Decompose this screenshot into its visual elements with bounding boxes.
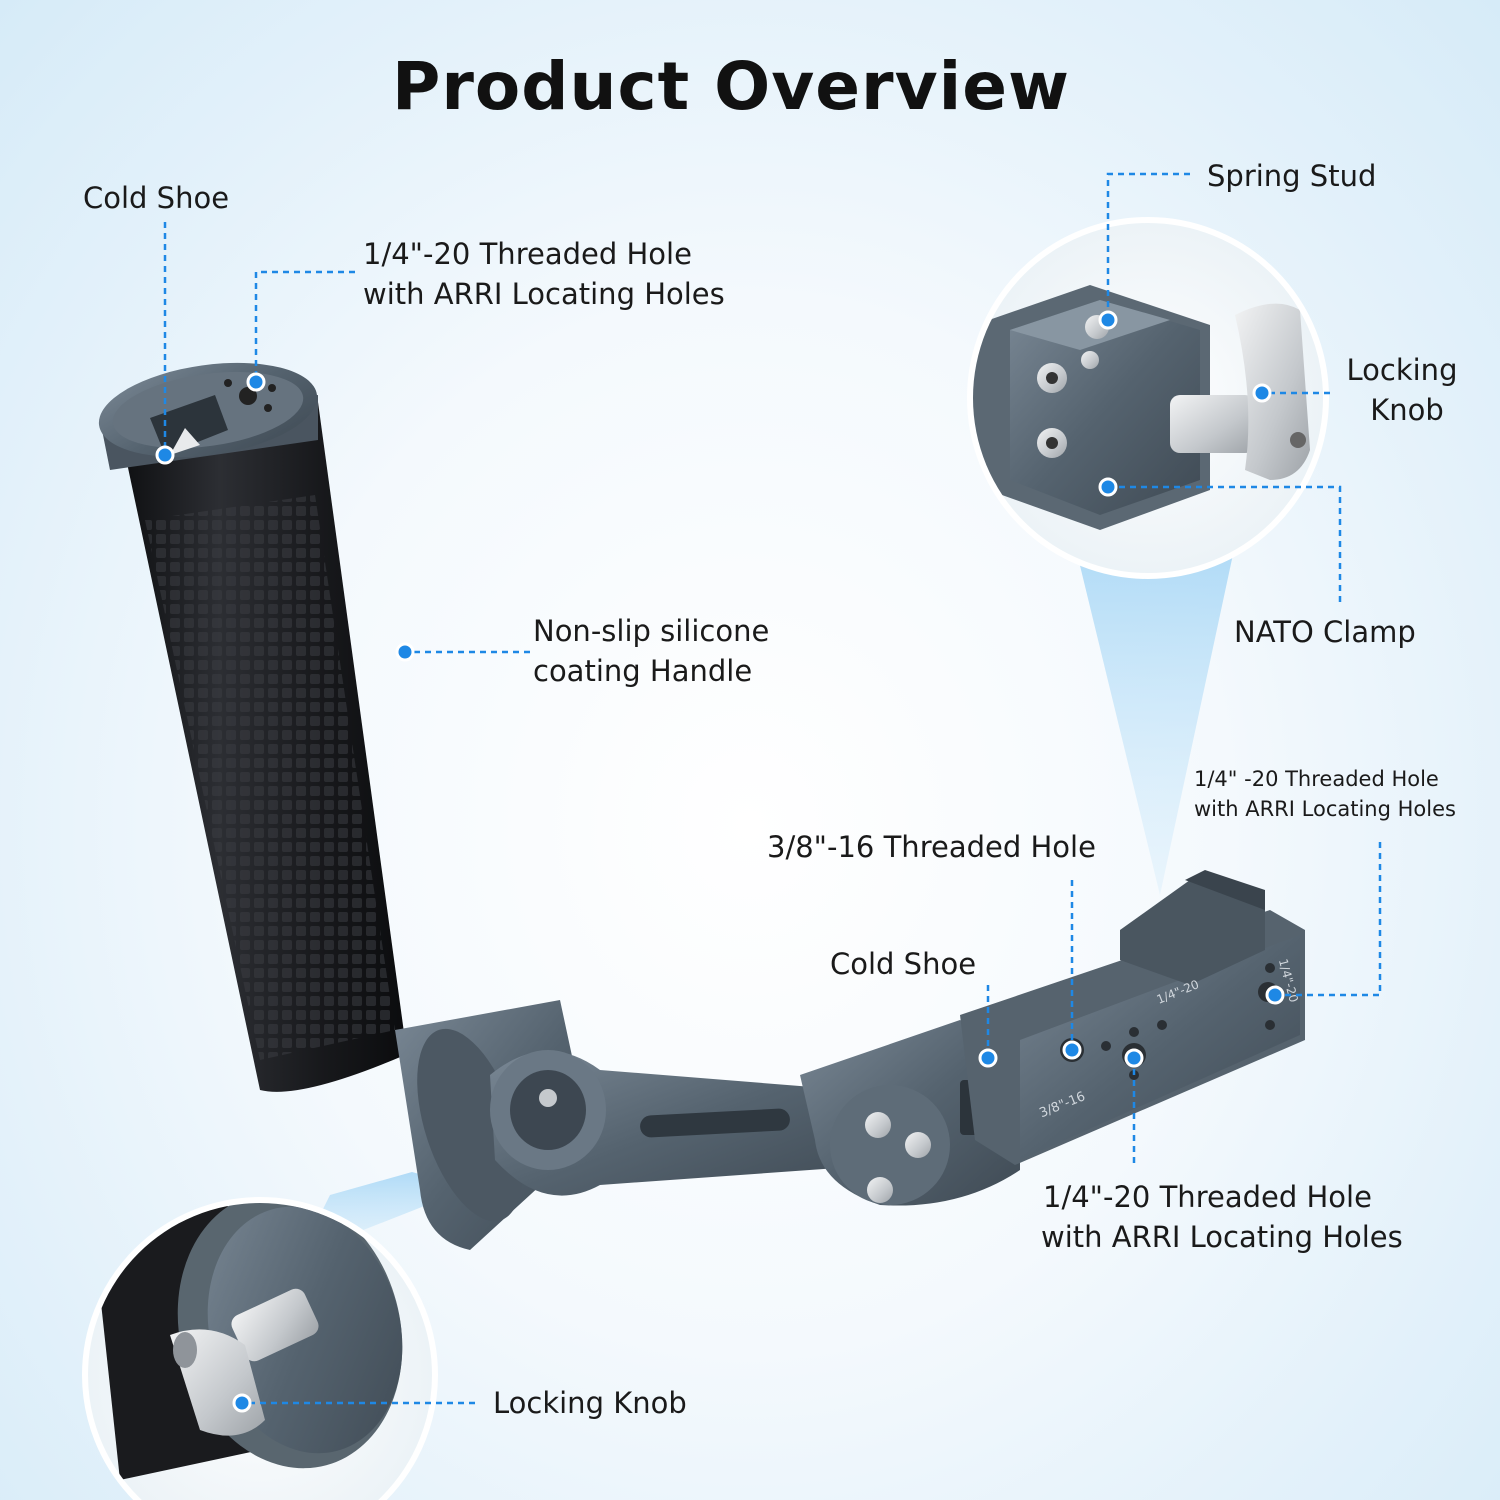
callout-line-spring-stud — [1106, 172, 1190, 320]
label-threaded-bottom-1: 1/4"-20 Threaded Hole — [1043, 1180, 1372, 1214]
label-spring-stud: Spring Stud — [1207, 159, 1377, 193]
mount-plate: 1/4"-20 3/8"-16 1/4"-20 — [800, 870, 1305, 1206]
label-locking-knob-top-1: Locking — [1346, 353, 1458, 387]
zoom-beam-top — [1075, 545, 1235, 895]
extension-arm — [490, 1050, 882, 1196]
callout-lines — [163, 172, 1382, 1405]
label-threaded-top-2: with ARRI Locating Holes — [363, 277, 725, 311]
label-handle-1: Non-slip silicone — [533, 614, 770, 648]
label-cold-shoe-top: Cold Shoe — [83, 181, 230, 215]
zoom-circle-bottom — [82, 1197, 438, 1500]
page-title: Product Overview — [392, 48, 1070, 125]
callout-line-nato — [1108, 485, 1342, 605]
label-threaded-38: 3/8"-16 Threaded Hole — [767, 830, 1096, 864]
label-nato-clamp: NATO Clamp — [1234, 615, 1416, 649]
callout-dots — [155, 310, 1285, 1413]
label-locking-knob-top-2: Knob — [1370, 393, 1444, 427]
label-threaded-right-2: with ARRI Locating Holes — [1194, 797, 1456, 821]
label-handle-2: coating Handle — [533, 654, 753, 688]
callout-line-threaded-top — [254, 270, 355, 382]
label-threaded-right-1: 1/4" -20 Threaded Hole — [1194, 767, 1439, 791]
label-locking-knob-bottom: Locking Knob — [493, 1386, 687, 1420]
callout-line-threaded-right — [1275, 842, 1382, 997]
label-cold-shoe-mid: Cold Shoe — [830, 947, 977, 981]
label-threaded-bottom-2: with ARRI Locating Holes — [1041, 1220, 1403, 1254]
label-threaded-top-1: 1/4"-20 Threaded Hole — [363, 237, 692, 271]
zoom-circle-top — [967, 217, 1329, 579]
handle-grip — [98, 362, 405, 1092]
